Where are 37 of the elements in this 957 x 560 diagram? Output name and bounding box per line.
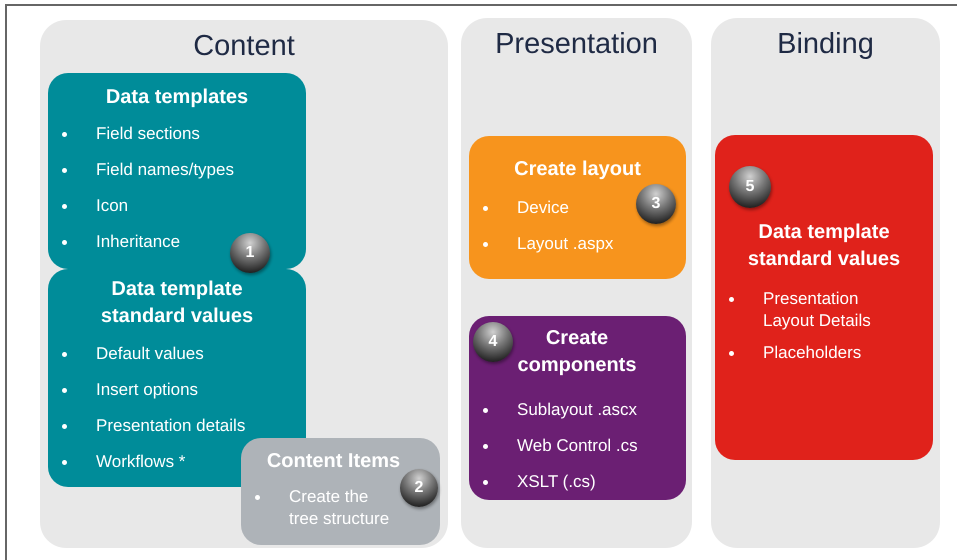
step-number-badge: 4 [473, 322, 513, 362]
list-item: Inheritance [96, 232, 180, 251]
column-panel [711, 18, 940, 548]
step-number-badge: 5 [729, 166, 771, 208]
list-item: Sublayout .ascx [517, 400, 638, 419]
list-item: Field names/types [96, 160, 234, 179]
list-item: Device [517, 198, 569, 217]
list-item: Default values [96, 344, 204, 363]
list-item: Insert options [96, 380, 198, 399]
step-card [48, 73, 306, 269]
list-item: Workflows * [96, 452, 186, 471]
card-title: Data template standard values [746, 220, 902, 272]
list-item: Presentation Layout Details [763, 289, 871, 330]
list-item: Web Control .cs [517, 436, 638, 455]
step-card [469, 136, 686, 279]
list-item: XSLT (.cs) [517, 472, 596, 491]
list-item: Placeholders [763, 343, 862, 362]
card-title: Content Items [266, 449, 402, 474]
list-item: Create the tree structure [289, 487, 390, 528]
list-item: Field sections [96, 124, 200, 143]
column-panel [40, 20, 448, 548]
column-panel [461, 18, 692, 548]
card-title: Data template standard values [100, 277, 254, 329]
step-card [469, 316, 686, 500]
list-item: Presentation details [96, 416, 246, 435]
step-card [241, 438, 440, 545]
column-title: Presentation [494, 28, 659, 61]
column-title: Content [192, 30, 296, 63]
card-title: Create layout [513, 157, 642, 182]
step-card [715, 135, 933, 460]
list-item: Icon [96, 196, 128, 215]
card-title: Data templates [104, 85, 250, 110]
column-title: Binding [776, 28, 875, 61]
list-item: Layout .aspx [517, 234, 614, 253]
card-title: Create components [516, 326, 638, 378]
step-number-badge: 2 [400, 469, 438, 507]
step-number-badge: 3 [636, 184, 676, 224]
